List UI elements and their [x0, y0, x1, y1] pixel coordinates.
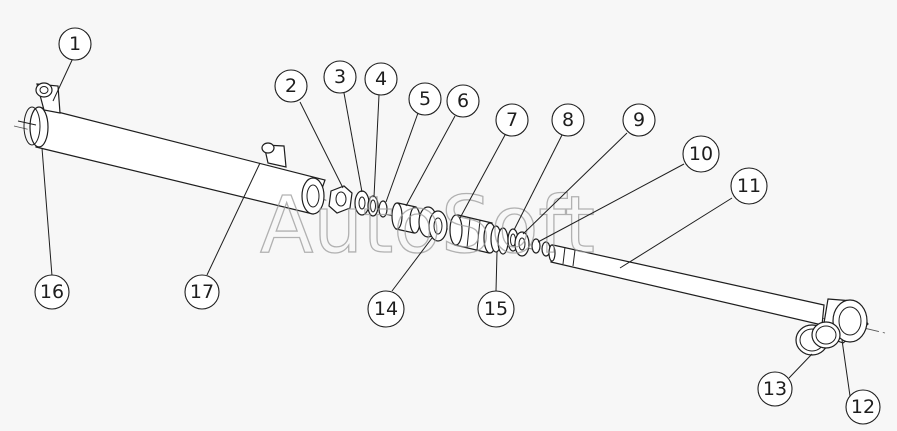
- callout-16: 16: [34, 274, 70, 310]
- callout-14-label: 14: [374, 298, 398, 320]
- o-ring-4: [367, 195, 379, 217]
- callout-12-label: 12: [851, 396, 875, 418]
- callout-14: 14: [367, 290, 405, 328]
- callout-16-label: 16: [40, 281, 64, 303]
- callout-7-label: 7: [506, 109, 518, 131]
- callout-8: 8: [551, 103, 585, 137]
- callout-8-label: 8: [562, 109, 574, 131]
- callout-2: 2: [274, 69, 308, 103]
- callout-15: 15: [477, 290, 515, 328]
- callout-3: 3: [323, 60, 357, 94]
- seal-14: [418, 206, 448, 242]
- callout-10: 10: [682, 135, 720, 173]
- callout-2-label: 2: [285, 75, 297, 97]
- nut: [328, 185, 353, 214]
- callout-15-label: 15: [484, 298, 508, 320]
- callout-6: 6: [446, 84, 480, 118]
- washer-9: [514, 231, 530, 257]
- callout-13-label: 13: [763, 378, 787, 400]
- callout-17: 17: [184, 274, 220, 310]
- callout-10-label: 10: [689, 143, 713, 165]
- callout-17-label: 17: [190, 281, 214, 303]
- spacer-10: [531, 238, 551, 257]
- callout-5: 5: [408, 82, 442, 116]
- callout-4: 4: [364, 62, 398, 96]
- leader-lines: [41, 57, 851, 397]
- piston: [449, 214, 497, 254]
- ring-5: [378, 200, 388, 218]
- callout-6-label: 6: [457, 90, 469, 112]
- cylinder-barrel: [17, 82, 326, 215]
- callout-13: 13: [757, 371, 793, 407]
- callout-3-label: 3: [334, 66, 346, 88]
- piston-seals-15: [490, 225, 509, 255]
- callout-9-label: 9: [633, 109, 645, 131]
- retaining-rings: [795, 321, 841, 356]
- callout-1-label: 1: [69, 33, 81, 55]
- callout-1: 1: [58, 27, 92, 61]
- callout-5-label: 5: [419, 88, 431, 110]
- callout-11: 11: [730, 167, 768, 205]
- callout-7: 7: [495, 103, 529, 137]
- callout-12: 12: [845, 389, 881, 425]
- bushing: [391, 202, 421, 234]
- callout-9: 9: [622, 103, 656, 137]
- watermark: AutoSoft: [260, 181, 595, 271]
- callout-11-label: 11: [737, 175, 761, 197]
- callout-4-label: 4: [375, 68, 387, 90]
